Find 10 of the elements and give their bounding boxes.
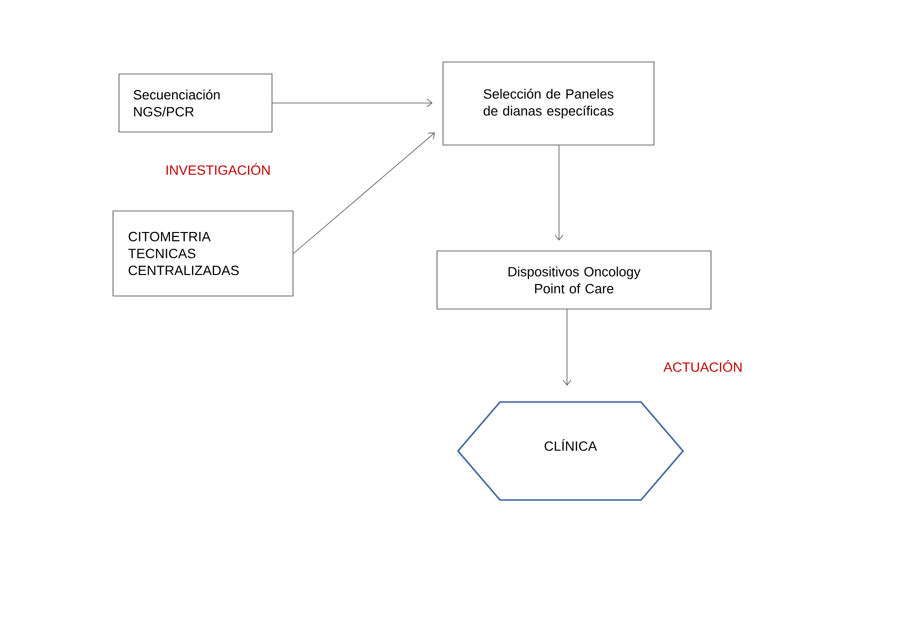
arrow bbox=[554, 145, 564, 241]
process-box: CITOMETRIA TECNICAS CENTRALIZADAS bbox=[112, 210, 294, 296]
section-label: INVESTIGACIÓN bbox=[166, 163, 270, 175]
arrow bbox=[562, 309, 572, 386]
section-label: ACTUACIÓN bbox=[663, 360, 742, 372]
process-box: Dispositivos Oncology Point of Care bbox=[436, 250, 712, 310]
arrow bbox=[272, 98, 433, 108]
arrow bbox=[293, 132, 435, 254]
process-box: Selección de Paneles de dianas específicas bbox=[442, 62, 654, 146]
process-box: Secuenciación NGS/PCR bbox=[118, 74, 272, 132]
